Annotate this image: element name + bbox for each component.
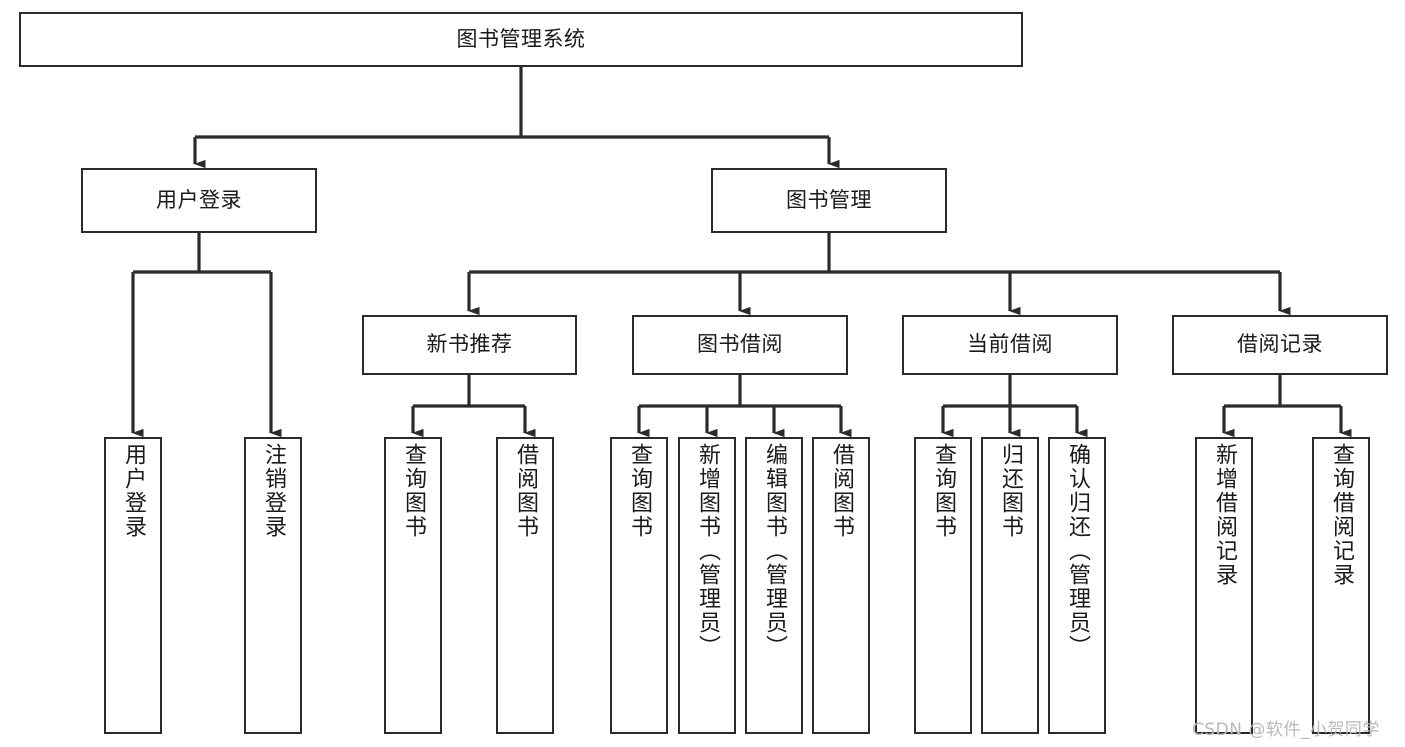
node-label: 归还图书 [998,443,1023,539]
node-label: 查询图书 [627,443,652,539]
node-label: 借阅图书 [513,443,538,539]
node-label: 用户登录 [156,187,242,212]
node-label: 图书管理 [786,187,872,212]
node-leaf-add-book[interactable]: 新增图书（管理员） [678,437,736,734]
node-label: 新增借阅记录 [1212,443,1237,587]
node-borrow-record[interactable]: 借阅记录 [1172,315,1388,375]
node-label: 查询图书 [931,443,956,539]
node-current-borrow[interactable]: 当前借阅 [902,315,1118,375]
node-leaf-return-book[interactable]: 归还图书 [981,437,1039,734]
node-leaf-add-borrow-record[interactable]: 新增借阅记录 [1195,437,1253,734]
node-label: 注销登录 [261,443,286,539]
node-leaf-query-book-current[interactable]: 查询图书 [914,437,972,734]
node-leaf-confirm-return[interactable]: 确认归还（管理员） [1048,437,1106,734]
node-root-library-management-system[interactable]: 图书管理系统 [19,12,1023,67]
node-label: 新增图书（管理员） [695,443,720,659]
node-leaf-query-borrow-record[interactable]: 查询借阅记录 [1312,437,1370,734]
node-label: 确认归还（管理员） [1065,443,1090,659]
node-leaf-borrow-book[interactable]: 借阅图书 [812,437,870,734]
node-user-login[interactable]: 用户登录 [81,168,317,233]
node-label: 新书推荐 [426,332,513,357]
node-leaf-user-login[interactable]: 用户登录 [104,437,162,734]
node-label: 图书管理系统 [456,26,586,51]
node-leaf-query-book-recommend[interactable]: 查询图书 [384,437,442,734]
node-leaf-edit-book[interactable]: 编辑图书（管理员） [745,437,803,734]
node-label: 借阅图书 [829,443,854,539]
node-label: 当前借阅 [967,332,1053,357]
node-label: 查询借阅记录 [1329,443,1354,587]
node-book-management[interactable]: 图书管理 [711,168,947,233]
node-new-book-recommend[interactable]: 新书推荐 [362,315,577,375]
node-leaf-query-book-borrow[interactable]: 查询图书 [610,437,668,734]
node-label: 用户登录 [121,443,146,539]
node-leaf-borrow-book-recommend[interactable]: 借阅图书 [496,437,554,734]
node-label: 借阅记录 [1237,332,1323,357]
node-label: 图书借阅 [697,332,783,357]
node-label: 编辑图书（管理员） [762,443,787,659]
node-label: 查询图书 [401,443,426,539]
node-book-borrow[interactable]: 图书借阅 [632,315,848,375]
node-leaf-logout-login[interactable]: 注销登录 [244,437,302,734]
